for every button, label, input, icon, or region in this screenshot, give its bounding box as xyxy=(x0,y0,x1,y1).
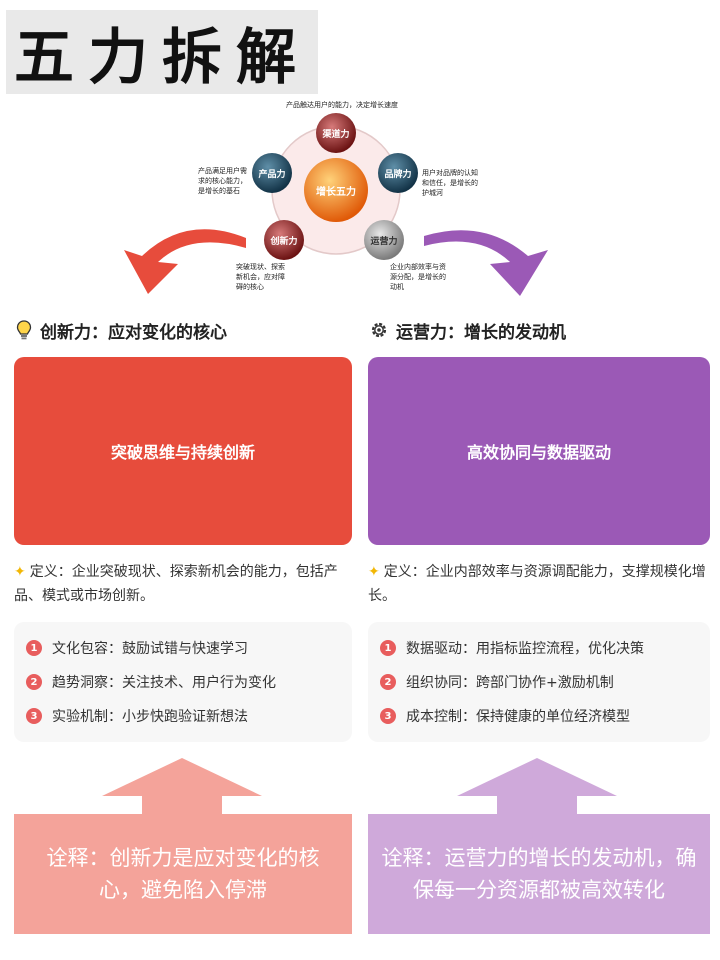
center-orb-label: 增长五力 xyxy=(316,187,356,198)
operation-section-title: 运营力：增长的发动机 xyxy=(370,316,700,344)
page-title: 五力拆解 xyxy=(14,22,310,93)
page-title-box: 五力拆解 xyxy=(6,10,318,94)
operation-section-heading: 运营力：增长的发动机 xyxy=(396,322,566,343)
operation-note: 诠释：运营力的增长的发动机，确保每一分资源都被高效转化 xyxy=(381,846,697,902)
operation-note-box: 诠释：运营力的增长的发动机，确保每一分资源都被高效转化 xyxy=(368,814,710,934)
number-badge: 2 xyxy=(380,674,396,690)
operation-hero-card: 高效协同与数据驱动 xyxy=(368,357,710,545)
innovation-note: 诠释：创新力是应对变化的核心，避免陷入停滞 xyxy=(46,846,320,902)
operation-points-card: 1 数据驱动：用指标监控流程，优化决策 2 组织协同：跨部门协作+激励机制 3 … xyxy=(368,622,710,742)
product-caption: 产品满足用户需求的核心能力，是增长的基石 xyxy=(198,167,247,195)
list-item: 1 文化包容：鼓励试错与快速学习 xyxy=(26,638,248,658)
operation-definition-text: 定义：企业内部效率与资源调配能力，支撑规模化增长。 xyxy=(368,564,706,604)
list-item: 3 成本控制：保持健康的单位经济模型 xyxy=(380,706,630,726)
list-item-text: 实验机制：小步快跑验证新想法 xyxy=(52,709,248,725)
list-item-text: 趋势洞察：关注技术、用户行为变化 xyxy=(52,675,276,691)
left-curved-arrow xyxy=(124,229,246,294)
operation-definition: ✦定义：企业内部效率与资源调配能力，支撑规模化增长。 xyxy=(368,560,708,608)
innovation-section-heading: 创新力：应对变化的核心 xyxy=(40,322,227,343)
channel-orb-label: 渠道力 xyxy=(322,130,350,140)
list-item-text: 数据驱动：用指标监控流程，优化决策 xyxy=(406,641,644,657)
sparkle-star-icon: ✦ xyxy=(368,564,380,580)
innovation-points-card: 1 文化包容：鼓励试错与快速学习 2 趋势洞察：关注技术、用户行为变化 3 实验… xyxy=(14,622,352,742)
lightbulb-icon xyxy=(16,320,32,340)
diagram-graphics xyxy=(124,113,548,296)
brand-orb xyxy=(378,153,418,193)
list-item: 3 实验机制：小步快跑验证新想法 xyxy=(26,706,248,726)
list-item: 2 趋势洞察：关注技术、用户行为变化 xyxy=(26,672,276,692)
innovation-section-title: 创新力：应对变化的核心 xyxy=(16,316,346,344)
number-badge: 1 xyxy=(380,640,396,656)
left-up-arrow-icon xyxy=(102,758,262,814)
list-item: 1 数据驱动：用指标监控流程，优化决策 xyxy=(380,638,644,658)
list-item-text: 成本控制：保持健康的单位经济模型 xyxy=(406,709,630,725)
operation-caption: 企业内部效率与资源分配，是增长的动机 xyxy=(390,263,446,291)
list-item-text: 组织协同：跨部门协作+激励机制 xyxy=(406,675,614,691)
channel-orb xyxy=(316,113,356,153)
sparkle-star-icon: ✦ xyxy=(14,564,26,580)
gear-icon xyxy=(371,322,387,338)
operation-hero-title: 高效协同与数据驱动 xyxy=(466,443,611,462)
innovation-definition-text: 定义：企业突破现状、探索新机会的能力，包括产品、模式或市场创新。 xyxy=(14,564,338,604)
list-item-text: 文化包容：鼓励试错与快速学习 xyxy=(52,641,248,657)
right-curved-arrow xyxy=(424,230,548,296)
number-badge: 2 xyxy=(26,674,42,690)
innovation-caption: 突破现状、探索新机会，应对障碍的核心 xyxy=(236,263,285,291)
product-orb xyxy=(252,153,292,193)
top-caption: 产品触达用户的能力，决定增长速度 xyxy=(286,101,398,109)
brand-orb-label: 品牌力 xyxy=(384,170,412,180)
number-badge: 3 xyxy=(26,708,42,724)
innovation-hero-title: 突破思维与持续创新 xyxy=(110,443,255,462)
right-up-arrow-icon xyxy=(457,758,617,814)
center-orb xyxy=(304,158,368,222)
brand-caption: 用户对品牌的认知和信任，是增长的护城河 xyxy=(422,169,478,197)
innovation-hero-card: 突破思维与持续创新 xyxy=(14,357,352,545)
innovation-orb-label: 创新力 xyxy=(270,237,298,247)
operation-orb-label: 运营力 xyxy=(370,237,398,247)
product-orb-label: 产品力 xyxy=(258,170,286,180)
innovation-orb xyxy=(264,220,304,260)
list-item: 2 组织协同：跨部门协作+激励机制 xyxy=(380,672,614,692)
number-badge: 3 xyxy=(380,708,396,724)
innovation-note-box: 诠释：创新力是应对变化的核心，避免陷入停滞 xyxy=(14,814,352,934)
number-badge: 1 xyxy=(26,640,42,656)
operation-orb xyxy=(364,220,404,260)
innovation-definition: ✦定义：企业突破现状、探索新机会的能力，包括产品、模式或市场创新。 xyxy=(14,560,354,608)
